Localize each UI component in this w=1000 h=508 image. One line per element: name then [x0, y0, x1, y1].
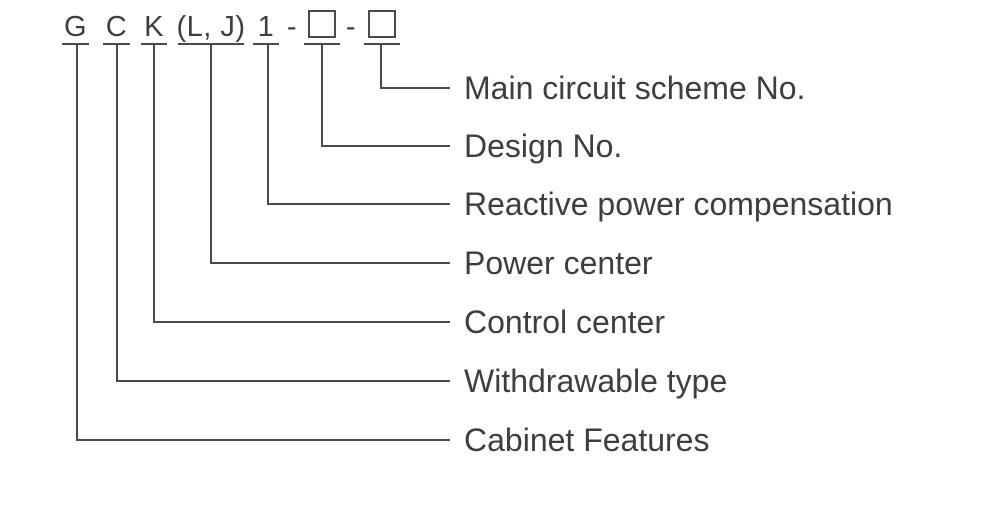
code-letter: G	[63, 11, 88, 43]
connector-control-center	[153, 44, 450, 323]
label-cabinet-features: Cabinet Features	[464, 421, 710, 458]
dash-glyph: -	[345, 11, 357, 43]
code-digit: 1	[257, 11, 275, 43]
code-letter: K	[144, 11, 164, 43]
empty-box-icon	[368, 10, 396, 38]
empty-box-icon	[308, 10, 336, 38]
connector-reactive-power	[267, 44, 450, 205]
label-design-no: Design No.	[464, 127, 623, 164]
code-separator-dash: -	[342, 9, 360, 43]
connector-main-circuit-scheme	[380, 44, 450, 89]
label-withdrawable-type: Withdrawable type	[464, 362, 728, 399]
label-control-center: Control center	[464, 303, 665, 340]
label-reactive-power-compensation: Reactive power compensation	[464, 185, 893, 222]
code-letter: (L, J)	[176, 11, 246, 43]
connector-design-no	[321, 44, 450, 147]
connector-withdrawable-type	[116, 44, 450, 382]
dash-glyph: -	[286, 11, 298, 43]
code-letter: C	[105, 11, 128, 43]
label-power-center: Power center	[464, 244, 653, 281]
connector-power-center	[210, 44, 450, 264]
code-token-g: G	[62, 9, 89, 45]
code-token-1: 1	[253, 9, 279, 45]
label-main-circuit-scheme-no: Main circuit scheme No.	[464, 69, 806, 106]
connector-cabinet-features	[76, 44, 450, 441]
code-separator-dash: -	[283, 9, 301, 43]
